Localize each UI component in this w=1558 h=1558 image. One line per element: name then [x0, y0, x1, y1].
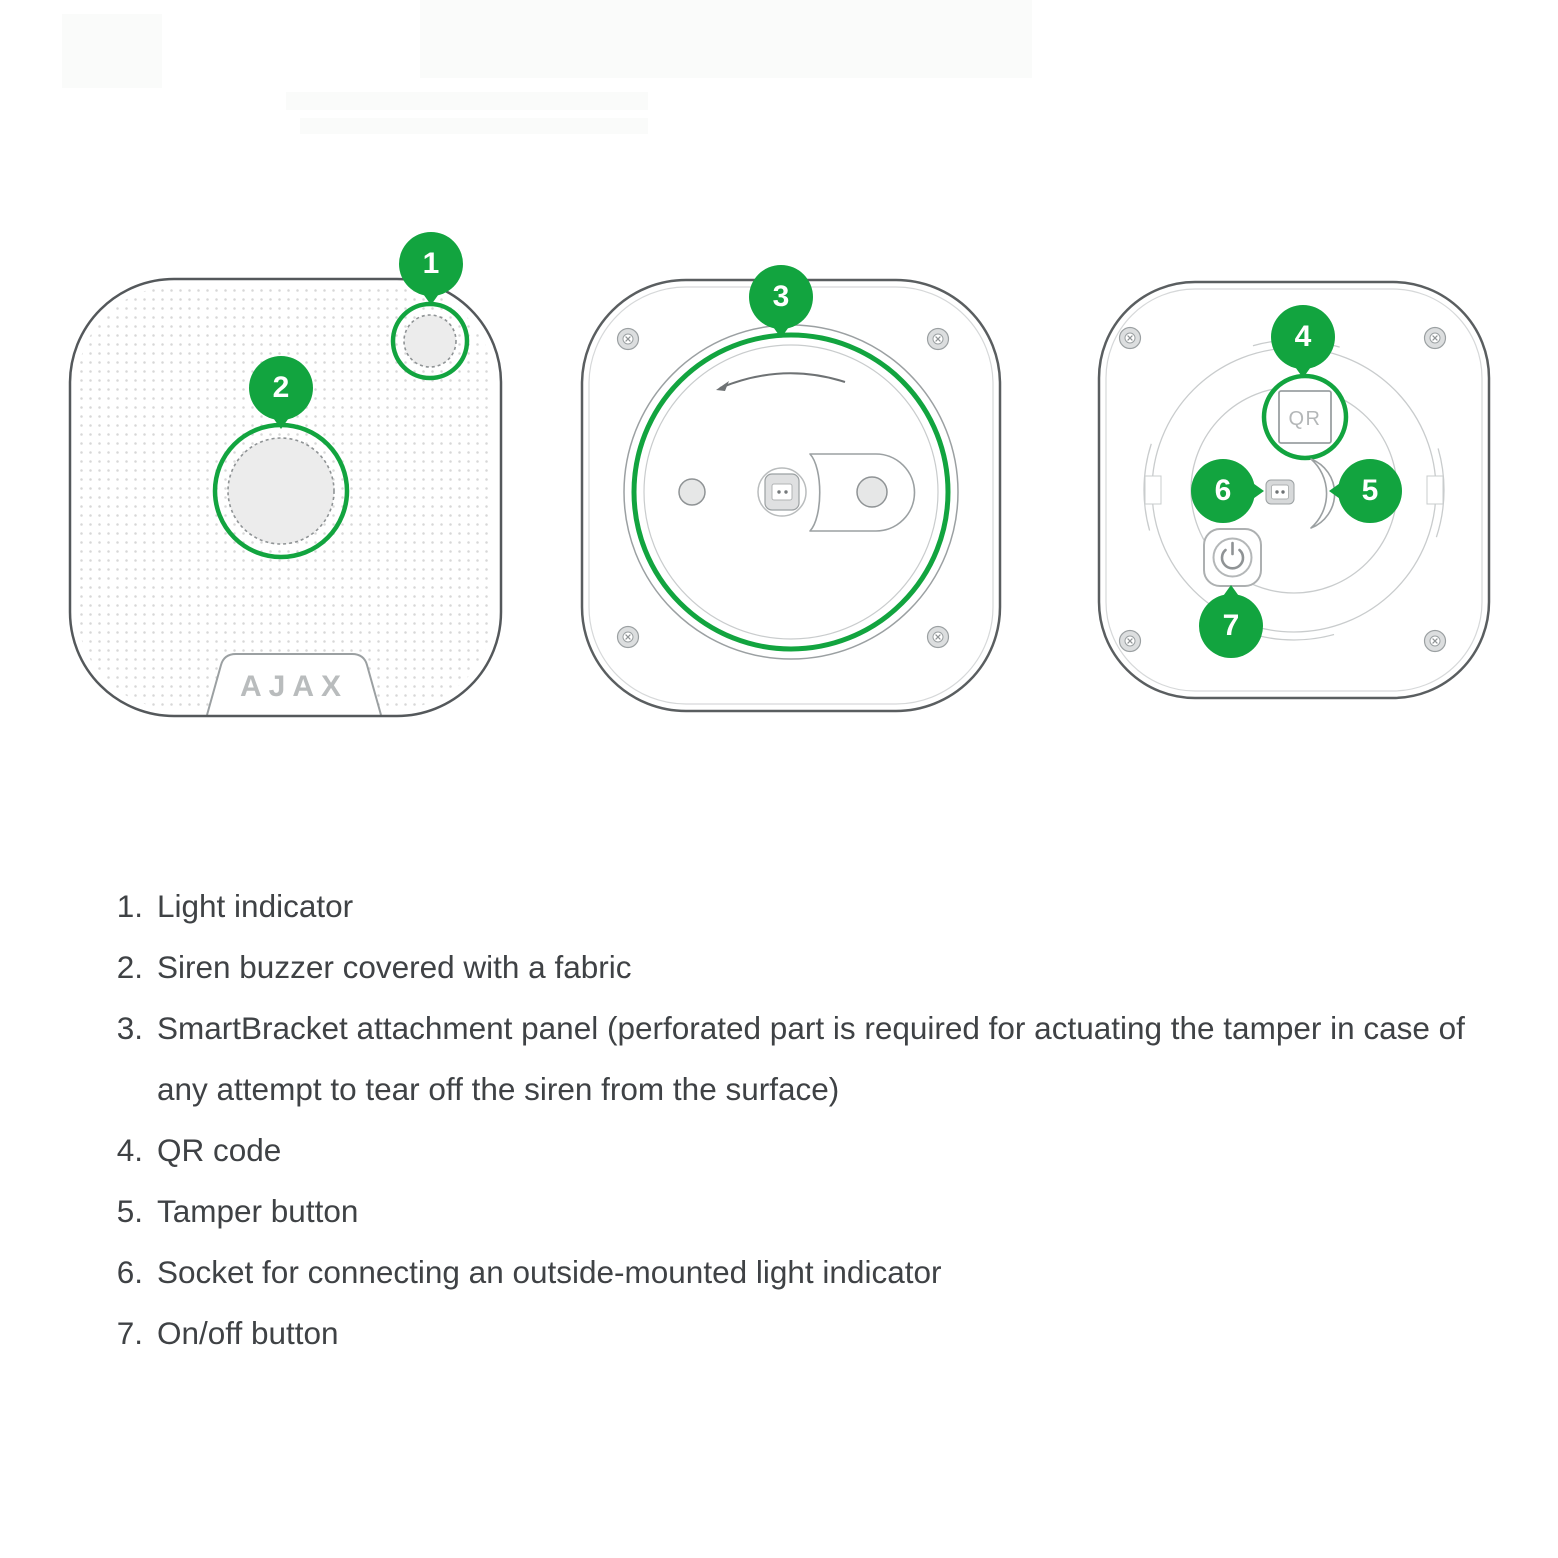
legend-text: SmartBracket attachment panel (perforate… — [157, 1010, 1465, 1107]
legend-text: Tamper button — [157, 1193, 359, 1229]
legend-item-1: 1. Light indicator — [100, 876, 1492, 937]
legend-text: Light indicator — [157, 888, 354, 924]
legend-number: 5. — [116, 1193, 143, 1229]
legend-number: 4. — [116, 1132, 143, 1168]
panel-highlight-ring — [631, 332, 951, 652]
legend-item-4: 4. QR code — [100, 1120, 1492, 1181]
ajax-logo: AJAX — [206, 653, 382, 716]
legend-number: 6. — [116, 1254, 143, 1290]
callout-tail — [1293, 364, 1313, 378]
callout-tail — [1221, 585, 1241, 599]
legend-text: Socket for connecting an outside-mounted… — [157, 1254, 942, 1290]
callout-7: 7 — [1199, 585, 1263, 658]
ghost-artifact — [300, 118, 648, 134]
mounting-hole — [678, 478, 706, 506]
legend-item-5: 5. Tamper button — [100, 1181, 1492, 1242]
legend-number: 1. — [116, 888, 143, 924]
legend-number: 3. — [116, 1010, 143, 1046]
device-front-view: AJAX — [68, 277, 503, 718]
power-button-icon — [1203, 528, 1262, 587]
ghost-artifact — [62, 14, 162, 88]
screw-icon — [1118, 326, 1447, 653]
ghost-artifact — [286, 92, 648, 110]
callout-tail — [271, 415, 291, 429]
light-indicator-socket — [1265, 479, 1295, 505]
ghost-artifact — [420, 0, 1032, 78]
callout-6: 6 — [1191, 459, 1264, 523]
light-indicator — [390, 301, 470, 381]
screw-icon — [616, 327, 950, 649]
callout-tail — [1329, 481, 1343, 501]
rotation-arrow-icon — [716, 372, 846, 391]
legend-item-3: 3. SmartBracket attachment panel (perfor… — [100, 998, 1492, 1120]
callout-tail — [421, 291, 441, 305]
svg-text:QR: QR — [1289, 408, 1322, 430]
legend-number: 2. — [116, 949, 143, 985]
svg-text:AJAX: AJAX — [240, 670, 348, 703]
tamper-button — [1310, 458, 1336, 529]
callout-3: 3 — [749, 265, 813, 338]
legend-text: Siren buzzer covered with a fabric — [157, 949, 632, 985]
callout-tail — [1250, 481, 1264, 501]
callout-1: 1 — [399, 232, 463, 305]
legend-item-7: 7. On/off button — [100, 1303, 1492, 1364]
callout-tail — [771, 324, 791, 338]
device-smartbracket-panel — [580, 278, 1002, 713]
callout-5: 5 — [1329, 459, 1402, 523]
legend-item-6: 6. Socket for connecting an outside-moun… — [100, 1242, 1492, 1303]
legend-text: QR code — [157, 1132, 282, 1168]
center-connector — [757, 467, 807, 517]
qr-code: QR — [1261, 373, 1349, 461]
cable-tab — [809, 453, 916, 532]
device-outline — [68, 277, 503, 718]
callout-2: 2 — [249, 356, 313, 429]
callout-4: 4 — [1271, 305, 1335, 378]
legend-number: 7. — [116, 1315, 143, 1351]
legend-text: On/off button — [157, 1315, 339, 1351]
legend-list: 1. Light indicator 2. Siren buzzer cover… — [100, 876, 1492, 1364]
legend-item-2: 2. Siren buzzer covered with a fabric — [100, 937, 1492, 998]
siren-buzzer — [212, 422, 350, 560]
